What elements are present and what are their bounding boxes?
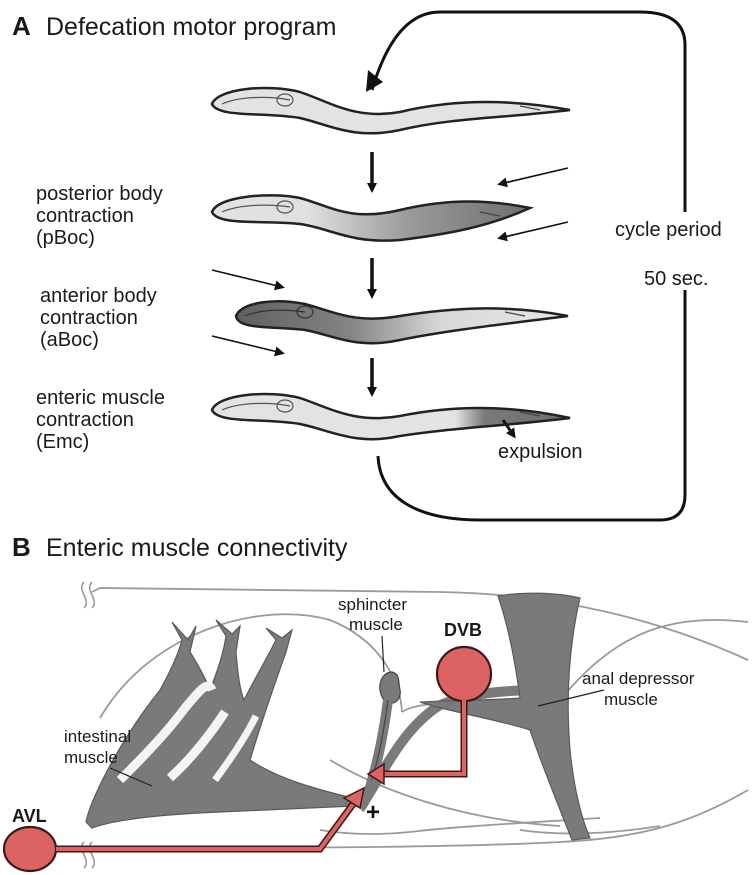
cycle-loop-arrowhead — [366, 70, 383, 92]
sphincter-label-line2: muscle — [349, 615, 403, 634]
panel-b-letter: B — [12, 532, 31, 562]
panel-b-title: Enteric muscle connectivity — [46, 534, 348, 562]
worm-pboc — [212, 195, 530, 240]
aboc-label-line3: (aBoc) — [40, 329, 99, 351]
emc-label-line2: contraction — [36, 409, 134, 431]
intestinal-label-line1: intestinal — [64, 727, 131, 746]
sphincter-label-line1: sphincter — [338, 595, 407, 614]
dvb-neuron — [437, 647, 491, 701]
panel-a-letter: A — [12, 11, 31, 41]
emc-label-line3: (Emc) — [36, 431, 89, 453]
aboc-force-arrow-top — [212, 270, 282, 287]
panel-a-title: Defecation motor program — [46, 13, 336, 41]
aboc-label-line1: anterior body — [40, 285, 157, 307]
excitatory-plus-sign: + — [366, 799, 380, 826]
intestinal-muscle — [86, 620, 356, 828]
pboc-force-arrow-top — [500, 168, 568, 184]
pboc-force-arrow-bottom — [500, 222, 568, 238]
worm-resting — [212, 88, 570, 133]
pboc-label-line2: contraction — [36, 205, 134, 227]
sphincter-leader — [382, 636, 384, 672]
cycle-duration-label: 50 sec. — [644, 268, 708, 290]
avl-neuron — [4, 827, 56, 871]
avl-label: AVL — [12, 806, 47, 826]
expulsion-label: expulsion — [498, 441, 583, 463]
aboc-label-line2: contraction — [40, 307, 138, 329]
pboc-label-line3: (pBoc) — [36, 227, 95, 249]
worm-emc — [212, 394, 570, 439]
dvb-label: DVB — [444, 620, 482, 640]
sphincter-muscle — [360, 672, 400, 808]
intestinal-label-line2: muscle — [64, 748, 118, 767]
anal-depressor-label-line1: anal depressor — [582, 669, 695, 688]
pboc-label-line1: posterior body — [36, 183, 163, 205]
aboc-force-arrow-bottom — [212, 336, 282, 353]
worm-aboc — [236, 301, 568, 343]
anal-depressor-label-line2: muscle — [604, 690, 658, 709]
cycle-period-label: cycle period — [615, 219, 722, 241]
emc-label-line1: enteric muscle — [36, 387, 165, 409]
